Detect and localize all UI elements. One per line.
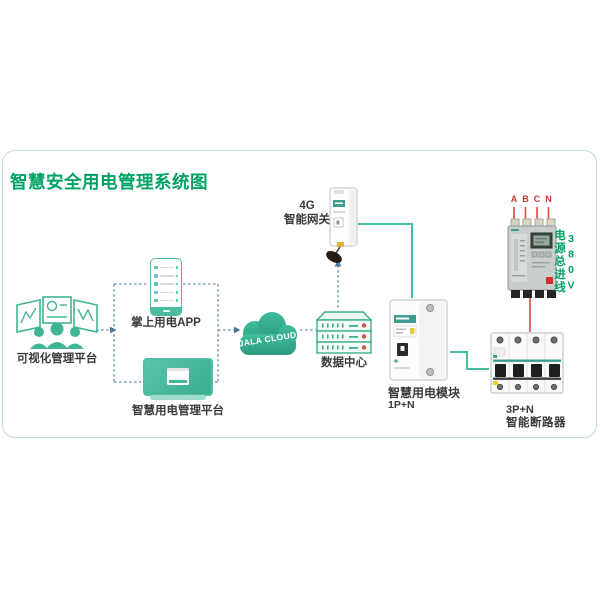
phase-label-c: C — [533, 194, 541, 204]
molded-case-breaker-icon — [507, 218, 557, 298]
phase-label-a: A — [510, 194, 518, 204]
people-silhouettes — [30, 322, 84, 349]
smartphone-icon — [150, 258, 182, 316]
din-rail-gateway-icon — [326, 187, 358, 263]
mobile-app-label: 掌上用电APP — [131, 317, 201, 329]
visual-platform-label: 可视化管理平台 — [16, 353, 98, 365]
data-link-connectors — [358, 223, 489, 370]
cloud-icon: JALA CLOUD — [238, 312, 297, 355]
gateway-label-line1: 4G — [299, 200, 315, 212]
power-module-label: 智慧用电模块 — [388, 386, 461, 400]
voltage-label: 380V — [565, 233, 577, 295]
power-module-sublabel: 1P+N — [388, 399, 415, 411]
smart-breaker-label-line2: 智能断路器 — [506, 417, 566, 429]
phase-label-n: N — [545, 194, 552, 204]
data-center-label: 数据中心 — [321, 357, 367, 369]
phase-label-b: B — [522, 194, 529, 204]
dashed-connectors — [96, 265, 339, 383]
laptop-base — [150, 395, 206, 400]
four-pole-breaker-icon — [490, 332, 564, 394]
din-rail-module-icon — [389, 299, 448, 381]
smart-breaker-label-line1: 3P+N — [506, 404, 534, 416]
power-feed-label: 电源总进线 — [553, 229, 565, 294]
page-title: 智慧安全用电管理系统图 — [10, 172, 208, 192]
mgmt-platform-label: 智慧用电管理平台 — [132, 405, 224, 417]
server-rack-icon — [316, 311, 372, 354]
diagram-frame — [2, 150, 597, 438]
laptop-icon — [143, 358, 213, 396]
gateway-label-line2: 智能网关 — [284, 213, 330, 226]
gateway-label: 4G 智能网关 — [280, 200, 334, 228]
arrowhead-icons — [110, 259, 342, 334]
monitors-people-icon — [16, 296, 98, 349]
